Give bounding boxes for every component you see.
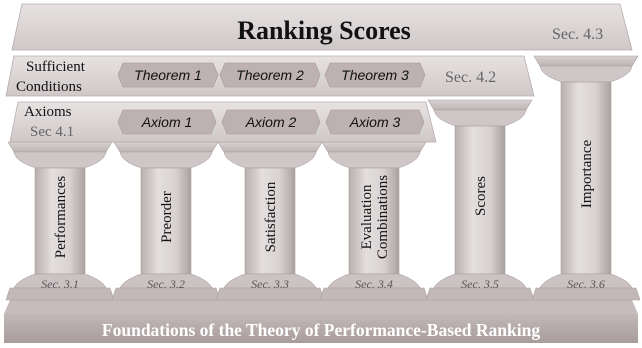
axiom-badge-2: Axiom 2 bbox=[221, 109, 321, 135]
theorem-label: Theorem 3 bbox=[341, 67, 409, 83]
pillar-section: Sec. 3.6 bbox=[567, 277, 605, 291]
sufficient-section: Sec. 4.2 bbox=[445, 69, 496, 86]
theorem-badge-3: Theorem 3 bbox=[324, 62, 426, 88]
pillar-shaft bbox=[560, 81, 612, 275]
foundation-slab bbox=[4, 314, 638, 343]
pillar-3: Sec. 3.3 Satisfaction bbox=[215, 141, 325, 301]
pillar-label: Combinations bbox=[375, 175, 391, 259]
pillar-label: Importance bbox=[579, 140, 595, 209]
pillar-section: Sec. 3.4 bbox=[355, 277, 393, 291]
pillar-label: Evaluation bbox=[359, 184, 375, 249]
page-title: Ranking Scores bbox=[237, 16, 411, 45]
sufficient-slab: Sufficient Conditions Theorem 1 Theorem 2… bbox=[5, 55, 535, 97]
pillar-echinus bbox=[327, 151, 421, 169]
theorem-badge-2: Theorem 2 bbox=[219, 62, 321, 88]
pillar-label: Scores bbox=[473, 176, 489, 216]
pillar-label: Performances bbox=[53, 176, 69, 259]
pillar-label: Satisfaction bbox=[263, 181, 279, 252]
axiom-label: Axiom 2 bbox=[245, 114, 297, 130]
pillar-plinth bbox=[531, 287, 641, 301]
pillar-echinus bbox=[223, 151, 317, 169]
axioms-label: Axioms bbox=[24, 104, 72, 120]
theorem-label: Theorem 2 bbox=[236, 67, 304, 83]
pillar-section: Sec. 3.1 bbox=[41, 277, 79, 291]
axioms-section: Sec 4.1 bbox=[30, 124, 74, 140]
pillar-echinus bbox=[433, 109, 527, 127]
foundation-step bbox=[4, 300, 638, 314]
pillar-shaft bbox=[244, 167, 296, 275]
pillar-capital bbox=[7, 141, 113, 153]
theorem-badges: Theorem 1 Theorem 2 Theorem 3 bbox=[117, 62, 426, 88]
pillar-section: Sec. 3.3 bbox=[251, 277, 289, 291]
theorem-badge-shape bbox=[324, 62, 426, 88]
theorem-badge-shape bbox=[117, 62, 219, 88]
top-slab-shape bbox=[11, 3, 633, 51]
pillar-shaft bbox=[348, 167, 400, 275]
axiom-label: Axiom 1 bbox=[141, 114, 193, 130]
sufficient-label-line1: Sufficient bbox=[26, 59, 86, 75]
pillar-capital bbox=[533, 55, 639, 67]
pillar-capital bbox=[113, 141, 219, 153]
title-section: Sec. 4.3 bbox=[552, 26, 603, 43]
theorem-badge-shape bbox=[219, 62, 321, 88]
axiom-badge-shape bbox=[325, 109, 425, 135]
axioms-slab: Axioms Sec 4.1 Axiom 1 Axiom 2 Axiom 3 bbox=[9, 101, 437, 143]
axiom-badge-3: Axiom 3 bbox=[325, 109, 425, 135]
axiom-badge-shape bbox=[117, 109, 217, 135]
axiom-label: Axiom 3 bbox=[349, 114, 401, 130]
pillar-echinus bbox=[539, 65, 633, 83]
pillar-1: Sec. 3.1 Performances bbox=[5, 141, 115, 301]
axiom-badges: Axiom 1 Axiom 2 Axiom 3 bbox=[117, 109, 425, 135]
pillar-label: Preorder bbox=[159, 191, 175, 243]
pillar-2: Sec. 3.2 Preorder bbox=[111, 141, 221, 301]
pillar-6: Sec. 3.6 Importance bbox=[531, 55, 641, 301]
pillar-section: Sec. 3.2 bbox=[147, 277, 185, 291]
pillar-capital bbox=[427, 99, 533, 111]
sufficient-label-line2: Conditions bbox=[16, 79, 82, 95]
pillar-section: Sec. 3.5 bbox=[461, 277, 499, 291]
foundation-label: Foundations of the Theory of Performance… bbox=[102, 320, 540, 340]
axiom-badge-1: Axiom 1 bbox=[117, 109, 217, 135]
pillar-capital bbox=[217, 141, 323, 153]
theorem-label: Theorem 1 bbox=[134, 67, 202, 83]
top-slab: Ranking Scores Sec. 4.3 bbox=[11, 3, 633, 51]
pillar-capital bbox=[321, 141, 427, 153]
pillar-echinus bbox=[119, 151, 213, 169]
pillar-echinus bbox=[13, 151, 107, 169]
foundation: Foundations of the Theory of Performance… bbox=[4, 300, 638, 343]
pillar-shaft bbox=[140, 167, 192, 275]
axiom-badge-shape bbox=[221, 109, 321, 135]
theorem-badge-1: Theorem 1 bbox=[117, 62, 219, 88]
pillar-5: Sec. 3.5 Scores bbox=[425, 99, 535, 301]
